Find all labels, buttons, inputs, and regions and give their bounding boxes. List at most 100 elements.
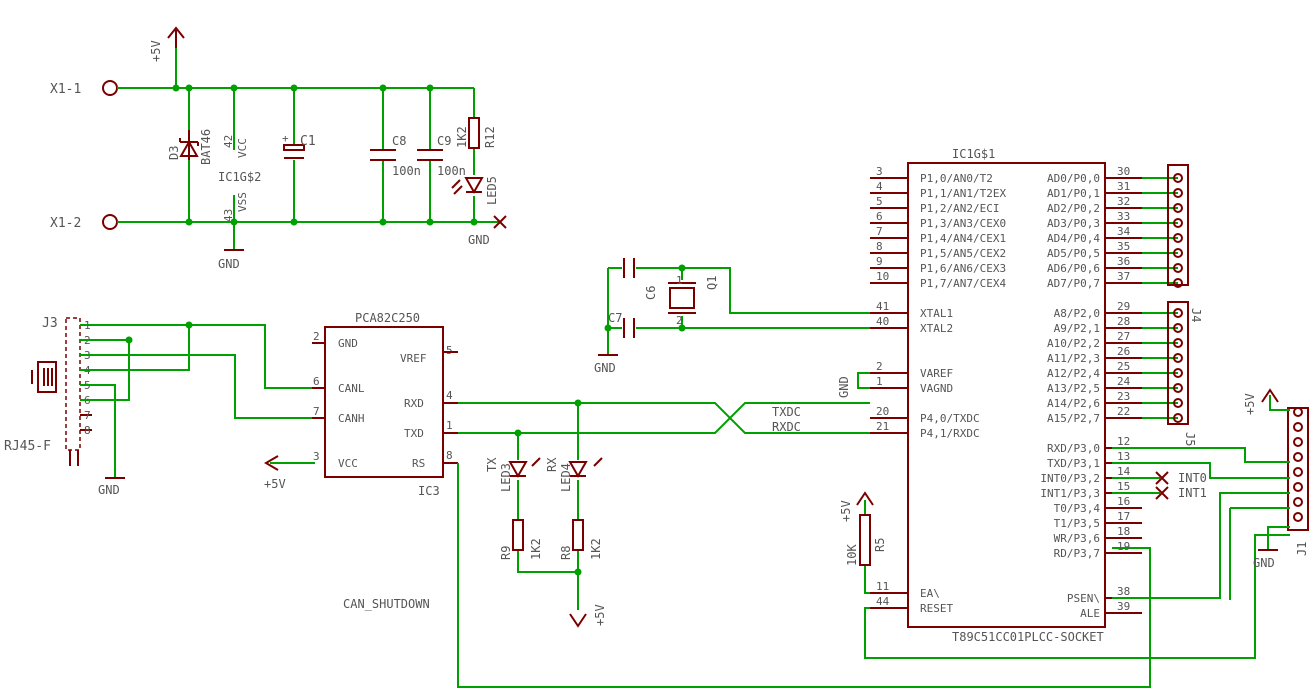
vss-pin-label: VSS — [236, 192, 249, 212]
header-pin — [1173, 338, 1183, 348]
mcu-pin-name: P1,7/AN7/CEX4 — [920, 277, 1006, 290]
pin-num: 4 — [446, 389, 453, 402]
mcu-pin-number: 38 — [1117, 585, 1130, 598]
mcu: IC1G$1 T89C51CC01PLCC-SOCKET 3P1,0/AN0/T… — [837, 147, 1290, 659]
crystal-plates-icon — [668, 282, 696, 314]
mcu-pin-number: 37 — [1117, 270, 1130, 283]
ic3-label: IC3 — [418, 484, 440, 498]
pca-rs: RS — [412, 457, 425, 470]
c8-value: 100n — [392, 164, 421, 178]
mcu-pin-name: AD6/P0,6 — [1047, 262, 1100, 275]
mcu-pin-name: INT1/P3,3 — [1040, 487, 1100, 500]
pca-vcc-supply: +5V — [264, 477, 286, 491]
mcu-pin-number: 1 — [876, 375, 883, 388]
resistor-icon — [572, 519, 584, 551]
mcu-pin-name: P1,1/AN1/T2EX — [920, 187, 1006, 200]
c9-label: C9 — [437, 134, 451, 148]
mcu-pin-number: 44 — [876, 595, 890, 608]
mcu-pin-name: A12/P2,4 — [1047, 367, 1100, 380]
j3-label: J3 — [42, 316, 58, 331]
j1-pin — [1293, 497, 1303, 507]
mcu-pin-number: 8 — [876, 240, 883, 253]
j4-label: J4 — [1189, 308, 1203, 322]
tx-rx-leds: TX LED3 RX LED4 R9 1K2 R8 1K2 +5V — [485, 399, 607, 628]
electrolytic-capacitor-icon — [283, 144, 305, 159]
rs-wire — [457, 463, 1151, 688]
mcu-pin-number: 35 — [1117, 240, 1130, 253]
c9-value: 100n — [437, 164, 466, 178]
mcu-pin-name: RESET — [920, 602, 953, 615]
j1-gnd-wire — [1267, 526, 1290, 550]
no-connect-icon — [1155, 471, 1169, 500]
gnd-label-2: GND — [468, 233, 490, 247]
mcu-pin-name: P1,0/AN0/T2 — [920, 172, 993, 185]
int0-label: INT0 — [1178, 471, 1207, 485]
mcu-pin-name: XTAL1 — [920, 307, 953, 320]
rxdc-label: RXDC — [772, 420, 801, 434]
mcu-pin-name: AD1/P0,1 — [1047, 187, 1100, 200]
r12-value: 1K2 — [455, 126, 469, 148]
bat46-label: BAT46 — [199, 129, 213, 165]
led5-label: LED5 — [485, 176, 499, 205]
mcu-pin-name: AD5/P0,5 — [1047, 247, 1100, 260]
c8-label: C8 — [392, 134, 406, 148]
arrow-up-icon — [1261, 388, 1279, 403]
mcu-pin-name: PSEN\ — [1067, 592, 1100, 605]
mcu-pin-number: 31 — [1117, 180, 1130, 193]
gnd-label-4: GND — [594, 361, 616, 375]
gnd-label-3: GND — [98, 483, 120, 497]
capacitor-icon — [370, 149, 396, 161]
mcu-pin-name: RXD/P3,0 — [1047, 442, 1100, 455]
mcu-pin-number: 29 — [1117, 300, 1130, 313]
header-pin — [1173, 248, 1183, 258]
pin-num: 5 — [446, 344, 453, 357]
pca-rxd: RXD — [404, 397, 424, 410]
mcu-pin-number: 7 — [876, 225, 883, 238]
mcu-pin-name: P1,3/AN3/CEX0 — [920, 217, 1006, 230]
rxd-uart-wire — [1112, 447, 1290, 463]
j1-vcc-label: +5V — [1243, 393, 1257, 415]
j1-pin — [1293, 482, 1303, 492]
mcu-pin-name: A13/P2,5 — [1047, 382, 1100, 395]
header-pin — [1173, 368, 1183, 378]
mcu-pin-number: 18 — [1117, 525, 1130, 538]
mcu-pin-name: A11/P2,3 — [1047, 352, 1100, 365]
mcu-pin-number: 23 — [1117, 390, 1130, 403]
arrow-left-icon — [264, 455, 279, 471]
c7-label: C7 — [608, 311, 622, 325]
mcu-part-name: T89C51CC01PLCC-SOCKET — [952, 630, 1104, 644]
mcu-pin-name: P1,2/AN2/ECI — [920, 202, 999, 215]
mcu-pin-name: AD2/P0,2 — [1047, 202, 1100, 215]
psen-wire — [1112, 492, 1290, 599]
mcu-pin-number: 14 — [1117, 465, 1131, 478]
arrow-down-icon — [569, 613, 587, 628]
mcu-pin-name: A10/P2,2 — [1047, 337, 1100, 350]
mcu-pin-name: P1,6/AN6/CEX3 — [920, 262, 1006, 275]
mcu-pin-number: 12 — [1117, 435, 1130, 448]
ea-wire — [864, 500, 870, 594]
led-vcc-label: +5V — [593, 604, 607, 626]
mcu-pin-name: TXD/P3,1 — [1047, 457, 1100, 470]
mcu-pin-name: XTAL2 — [920, 322, 953, 335]
ic1g2-label: IC1G$2 — [218, 170, 261, 184]
txd-uart-wire — [1112, 462, 1290, 479]
mcu-pin-number: 15 — [1117, 480, 1130, 493]
mcu-pin-number: 40 — [876, 315, 889, 328]
r12-label: R12 — [483, 126, 497, 148]
pca-gnd: GND — [338, 337, 358, 350]
j1-pin — [1293, 407, 1303, 417]
header-pin — [1173, 353, 1183, 363]
mcu-pin-name: VAGND — [920, 382, 953, 395]
x1-1-label: X1-1 — [50, 82, 81, 97]
mcu-pin-name: P1,4/AN4/CEX1 — [920, 232, 1006, 245]
power-junctions — [172, 84, 478, 226]
header-pin — [1173, 383, 1183, 393]
r5-label: R5 — [873, 538, 887, 552]
mcu-pin-number: 36 — [1117, 255, 1130, 268]
pca-canl: CANL — [338, 382, 365, 395]
header-pin — [1173, 308, 1183, 318]
pin42-label: 42 — [222, 135, 235, 148]
header-pins — [1173, 173, 1183, 423]
c1-plus: + — [282, 132, 289, 145]
